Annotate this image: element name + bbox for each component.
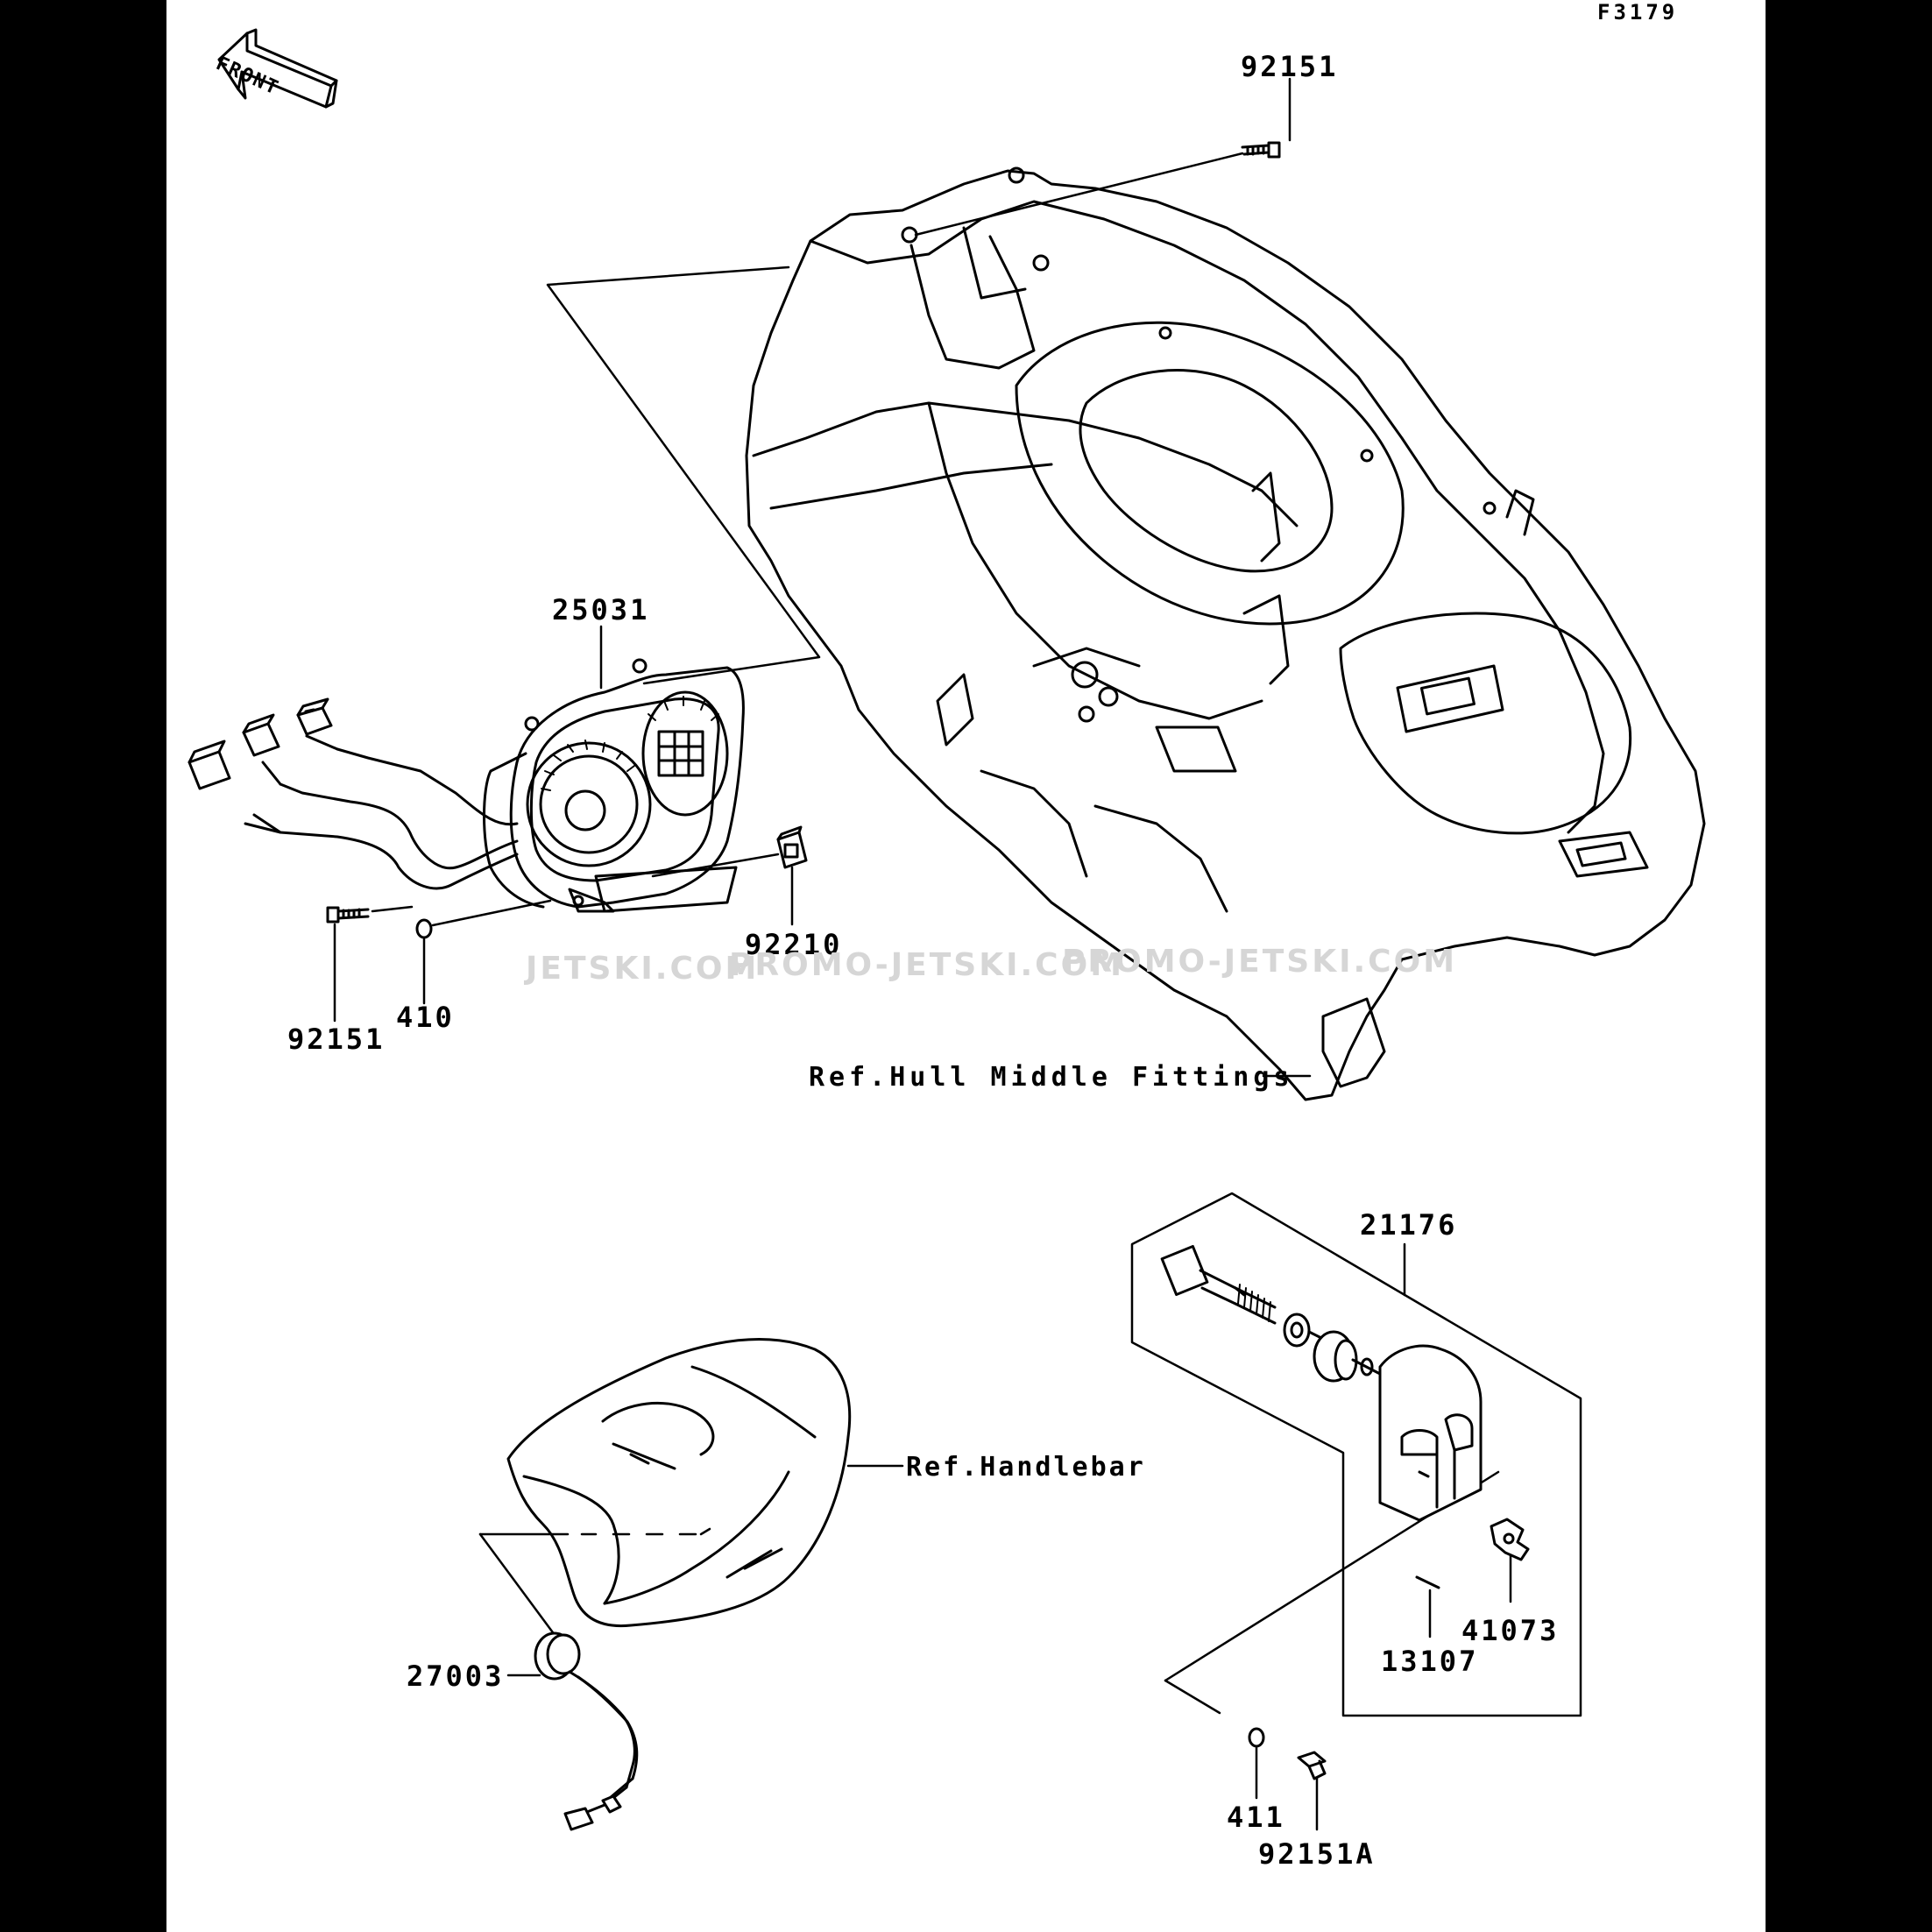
watermark-3: PROMO-JETSKI.COM — [1062, 944, 1458, 980]
watermark-1: JETSKI.COM — [526, 951, 760, 987]
handlebar-cover — [506, 1338, 852, 1628]
diagram-artwork — [188, 28, 1706, 1831]
speed-sensor-21176 — [1160, 1244, 1483, 1522]
label-411: 411 — [1227, 1801, 1285, 1834]
clip-nut-92210 — [776, 825, 808, 869]
label-ref-handlebar: Ref.Handlebar — [906, 1452, 1146, 1483]
bracket-41073 — [1490, 1518, 1530, 1561]
bolt-92151-top — [1241, 141, 1281, 159]
pin-13107 — [1415, 1575, 1440, 1589]
connector-1 — [296, 697, 333, 736]
meter-assembly-25031 — [483, 658, 745, 913]
front-arrow-icon — [217, 28, 338, 109]
label-27003: 27003 — [407, 1660, 505, 1693]
label-92151-top: 92151 — [1241, 50, 1339, 83]
connector-2 — [242, 713, 280, 757]
label-21176: 21176 — [1360, 1208, 1458, 1242]
watermark-2: PROMO-JETSKI.COM — [729, 947, 1125, 983]
label-ref-hull-middle-fittings: Ref.Hull Middle Fittings — [809, 1062, 1294, 1093]
washer-410 — [415, 918, 433, 939]
connector-3 — [188, 740, 231, 790]
label-25031: 25031 — [552, 593, 650, 626]
label-41073: 41073 — [1461, 1614, 1560, 1647]
label-13107: 13107 — [1381, 1645, 1479, 1678]
buzzer-27003 — [534, 1631, 639, 1831]
washer-411 — [1248, 1727, 1265, 1748]
figure-id: F3179 — [1597, 0, 1679, 25]
label-92210: 92210 — [745, 928, 843, 961]
parts-diagram-sheet: F3179 FRONT 92151 25031 92210 92151 410 … — [166, 0, 1766, 1932]
bolt-92151A — [1297, 1751, 1327, 1780]
label-92151-left: 92151 — [287, 1023, 386, 1056]
label-410: 410 — [396, 1001, 455, 1034]
bolt-92151-left — [326, 906, 370, 924]
hull-middle-fittings-outline — [745, 166, 1706, 1101]
meter-wire-harness — [188, 697, 519, 890]
label-92151A: 92151A — [1258, 1837, 1376, 1871]
